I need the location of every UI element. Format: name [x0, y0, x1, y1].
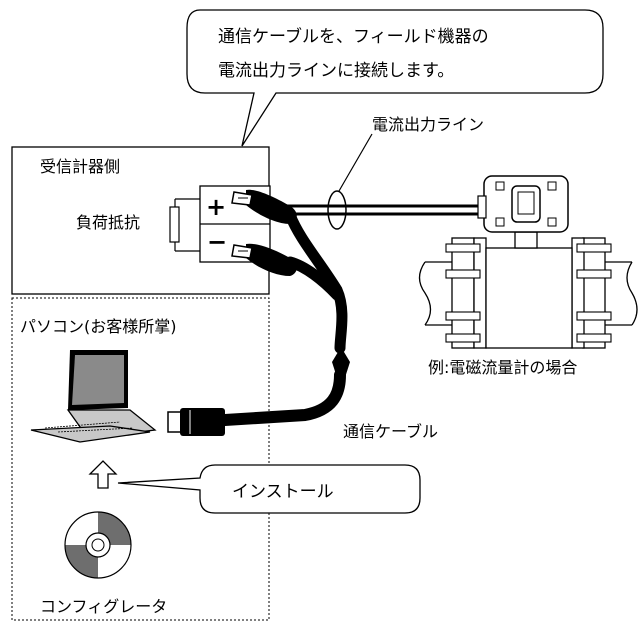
plus-clip — [231, 189, 297, 224]
callout-text-line1: 通信ケーブルを、フィールド機器の — [218, 26, 489, 47]
current-output-line: 電流出力ライン — [270, 115, 484, 230]
callout-text-line2: 電流出力ラインに接続します。 — [218, 61, 454, 81]
minus-terminal-symbol: − — [207, 228, 227, 256]
minus-clip — [231, 243, 297, 276]
receiver-box: 受信計器側 負荷抵抗 + − — [11, 146, 271, 295]
communication-cable: 通信ケーブル — [167, 189, 438, 441]
flowmeter-illustration: 例:電磁流量計の場合 — [418, 175, 638, 377]
pc-area: パソコン(お客様所掌) — [11, 297, 270, 621]
usb-connector — [167, 408, 225, 436]
cable-label: 通信ケーブル — [343, 422, 438, 441]
install-callout: インストール — [117, 464, 421, 514]
cable-modem — [332, 347, 350, 390]
pc-area-title: パソコン(お客様所掌) — [20, 317, 177, 336]
resistor-symbol — [169, 206, 180, 243]
cd-icon — [64, 511, 132, 579]
laptop-icon — [30, 350, 157, 443]
configurator-label: コンフィグレータ — [40, 597, 167, 616]
flowmeter-caption: 例:電磁流量計の場合 — [428, 358, 577, 377]
plus-terminal-symbol: + — [206, 193, 226, 221]
up-arrow-icon — [88, 460, 118, 489]
top-callout: 通信ケーブルを、フィールド機器の 電流出力ラインに接続します。 — [186, 9, 604, 147]
install-label: インストール — [232, 482, 334, 502]
current-output-line-label: 電流出力ライン — [372, 115, 484, 134]
load-resistor-label: 負荷抵抗 — [76, 213, 140, 232]
receiver-title: 受信計器側 — [40, 157, 120, 176]
